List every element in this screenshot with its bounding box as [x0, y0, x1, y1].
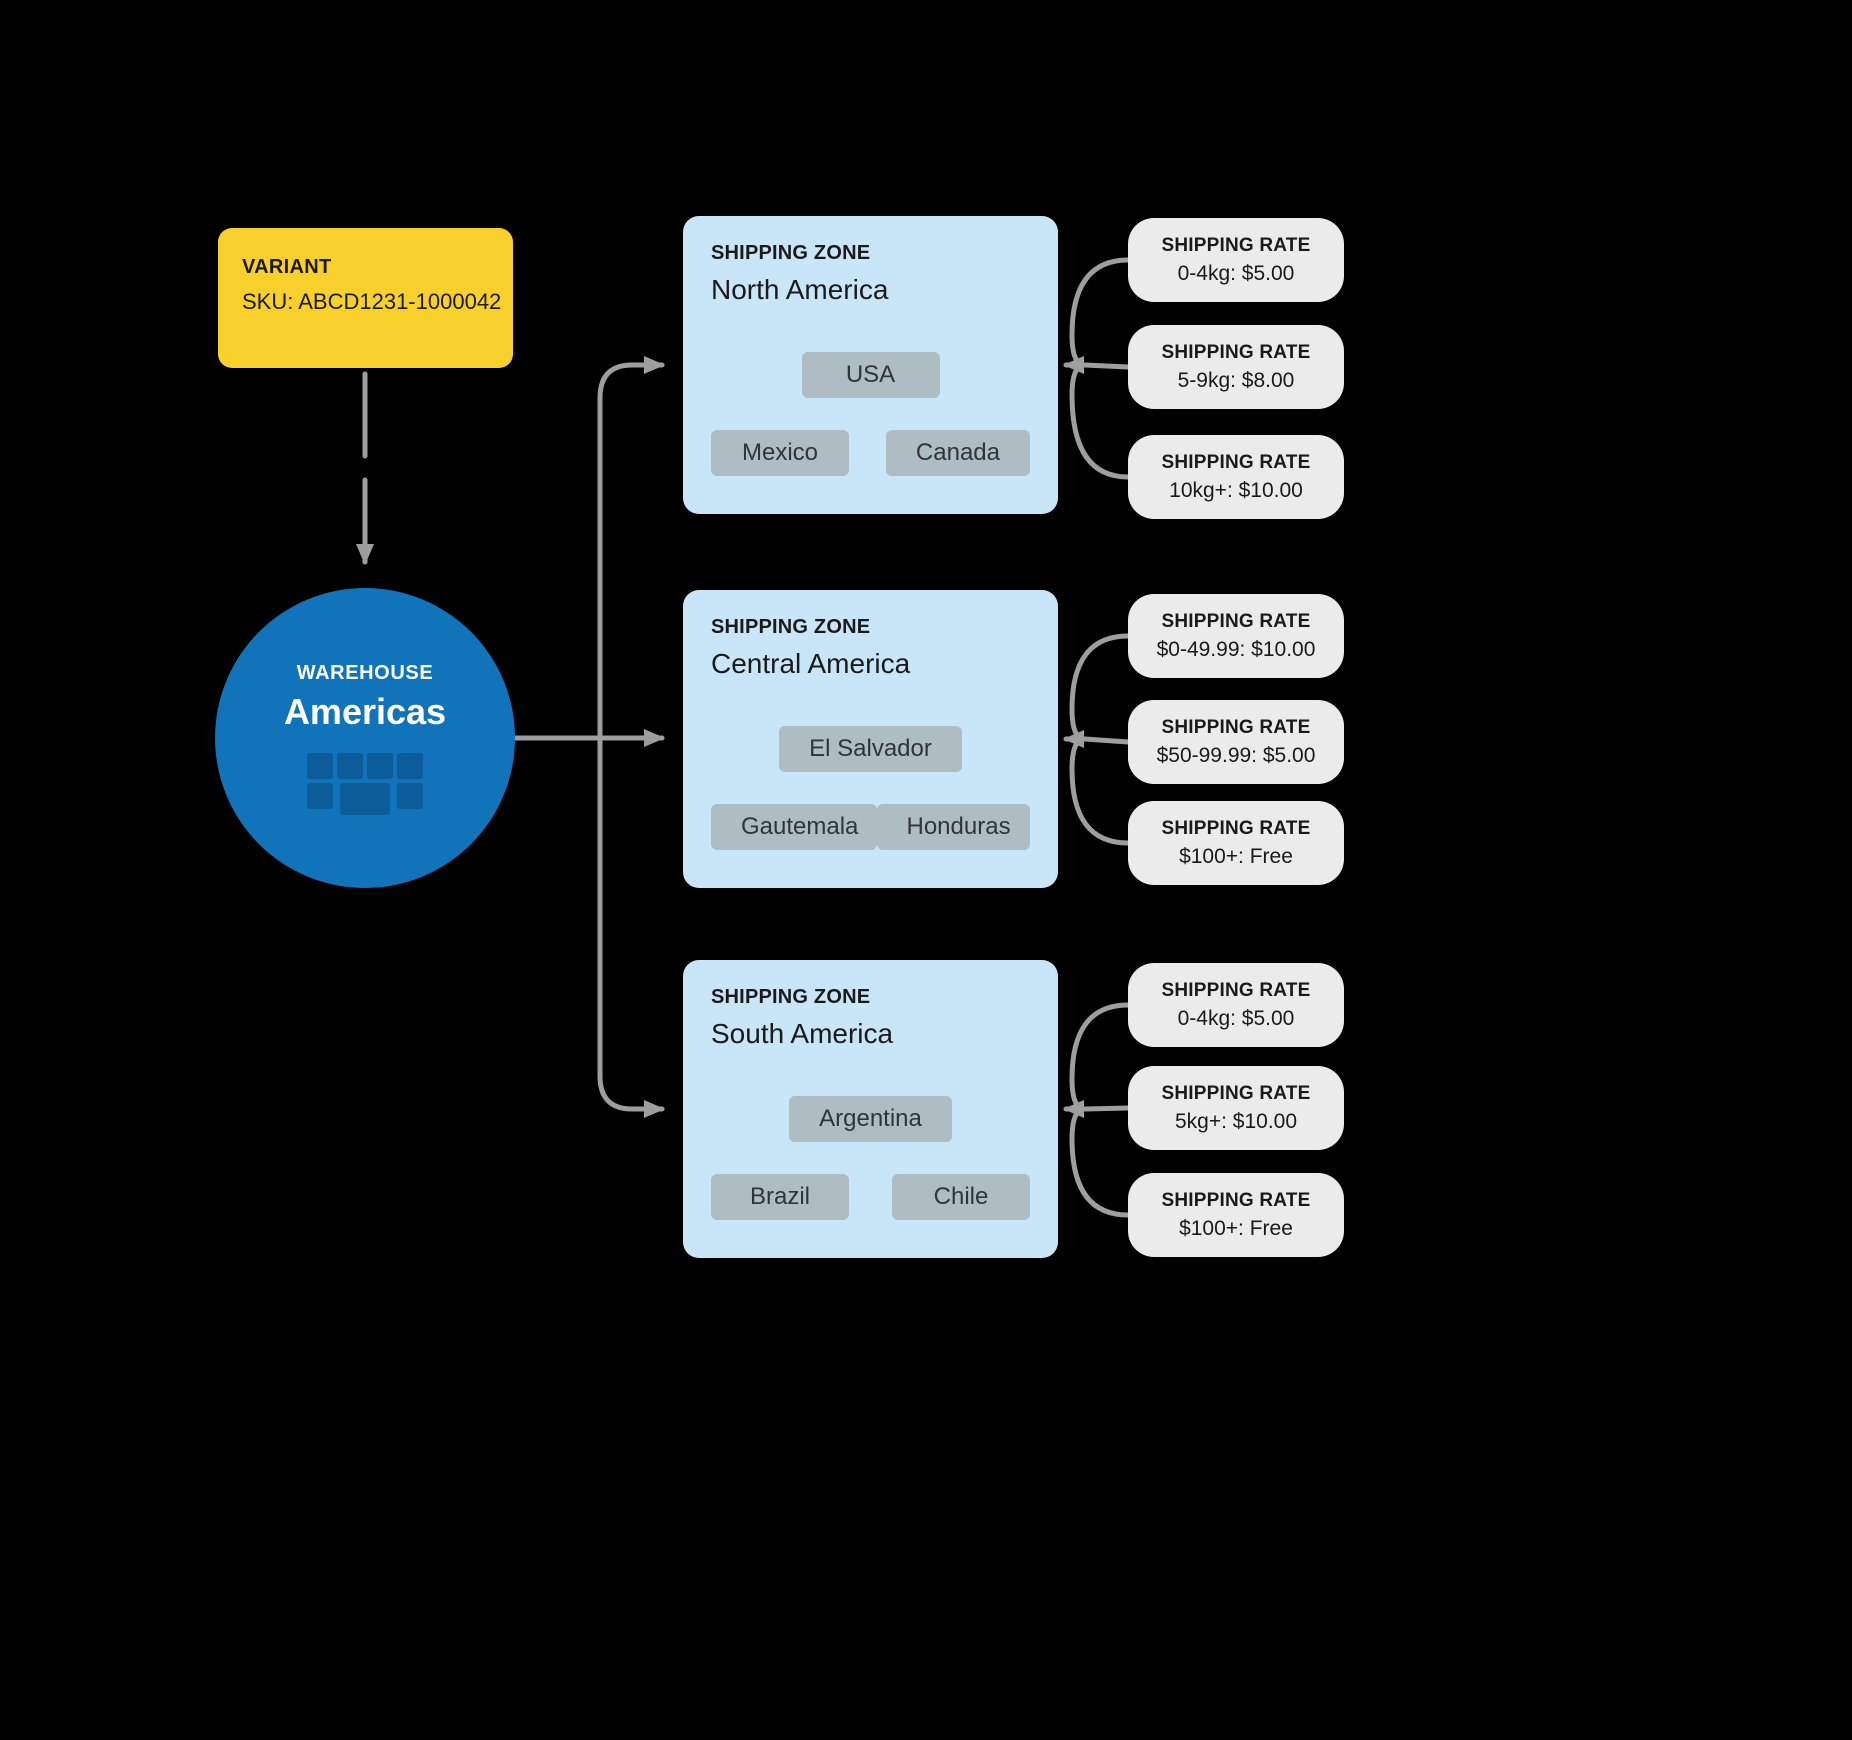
variant-node: VARIANT SKU: ABCD1231-1000042 [218, 228, 513, 368]
shipping-rate-card: SHIPPING RATE $100+: Free [1128, 801, 1344, 885]
zone-name: Central America [711, 648, 911, 679]
rate-value: $50-99.99: $5.00 [1156, 743, 1316, 767]
warehouse-to-north-arrow [597, 356, 665, 741]
rate-value: 0-4kg: $5.00 [1177, 1006, 1295, 1030]
warehouse-name: Americas [283, 690, 447, 732]
shipping-rate-card: SHIPPING RATE 0-4kg: $5.00 [1128, 963, 1344, 1047]
rate-label: SHIPPING RATE [1161, 451, 1311, 473]
shipping-zone-central-america: SHIPPING ZONE Central America El Salvado… [683, 590, 1058, 888]
warehouse-to-south-arrow [597, 735, 665, 1118]
warehouse-label: WAREHOUSE [296, 661, 434, 684]
country-chip: Mexico [711, 430, 849, 476]
rate-value: 10kg+: $10.00 [1169, 478, 1303, 502]
shipping-rate-card: SHIPPING RATE 5-9kg: $8.00 [1128, 325, 1344, 409]
shipping-rate-card: SHIPPING RATE $50-99.99: $5.00 [1128, 700, 1344, 784]
rate-label: SHIPPING RATE [1161, 979, 1311, 1001]
rate-label: SHIPPING RATE [1161, 610, 1311, 632]
rate-value: 0-4kg: $5.00 [1177, 261, 1295, 285]
rate-label: SHIPPING RATE [1161, 1082, 1311, 1104]
rate-value: $0-49.99: $10.00 [1156, 637, 1316, 661]
country-chip: El Salvador [779, 726, 962, 772]
zone-name: South America [711, 1018, 894, 1049]
variant-sku: SKU: ABCD1231-1000042 [242, 289, 502, 314]
rate-label: SHIPPING RATE [1161, 341, 1311, 363]
shipping-rate-card: SHIPPING RATE $100+: Free [1128, 1173, 1344, 1257]
rate-value: 5-9kg: $8.00 [1177, 368, 1295, 392]
zone-label: SHIPPING ZONE [711, 616, 871, 638]
shipping-rate-card: SHIPPING RATE 0-4kg: $5.00 [1128, 218, 1344, 302]
rate-label: SHIPPING RATE [1161, 234, 1311, 256]
rate-label: SHIPPING RATE [1161, 716, 1311, 738]
shipping-rate-card: SHIPPING RATE $0-49.99: $10.00 [1128, 594, 1344, 678]
shipping-zone-south-america: SHIPPING ZONE South America Argentina Br… [683, 960, 1058, 1258]
shipping-rate-card: SHIPPING RATE 5kg+: $10.00 [1128, 1066, 1344, 1150]
warehouse-node: WAREHOUSE Americas [215, 588, 515, 888]
zone-label: SHIPPING ZONE [711, 242, 871, 264]
country-chip: USA [801, 352, 940, 398]
zone-label: SHIPPING ZONE [711, 986, 871, 1008]
shipping-rate-card: SHIPPING RATE 10kg+: $10.00 [1128, 435, 1344, 519]
variant-label: VARIANT [242, 256, 332, 278]
rate-label: SHIPPING RATE [1161, 1189, 1311, 1211]
rate-value: $100+: Free [1179, 844, 1293, 868]
rate-value: $100+: Free [1179, 1216, 1293, 1240]
country-chip: Gautemala [711, 804, 877, 850]
country-chip: Chile [892, 1174, 1030, 1220]
country-chip: Honduras [876, 804, 1030, 850]
rate-value: 5kg+: $10.00 [1174, 1109, 1298, 1133]
warehouse-icon [307, 752, 423, 815]
zone-name: North America [711, 274, 889, 305]
country-chip: Brazil [711, 1174, 849, 1220]
country-chip: Canada [885, 430, 1030, 476]
country-chip: Argentina [789, 1096, 952, 1142]
rate-label: SHIPPING RATE [1161, 817, 1311, 839]
shipping-zone-north-america: SHIPPING ZONE North America USA Mexico C… [683, 216, 1058, 514]
